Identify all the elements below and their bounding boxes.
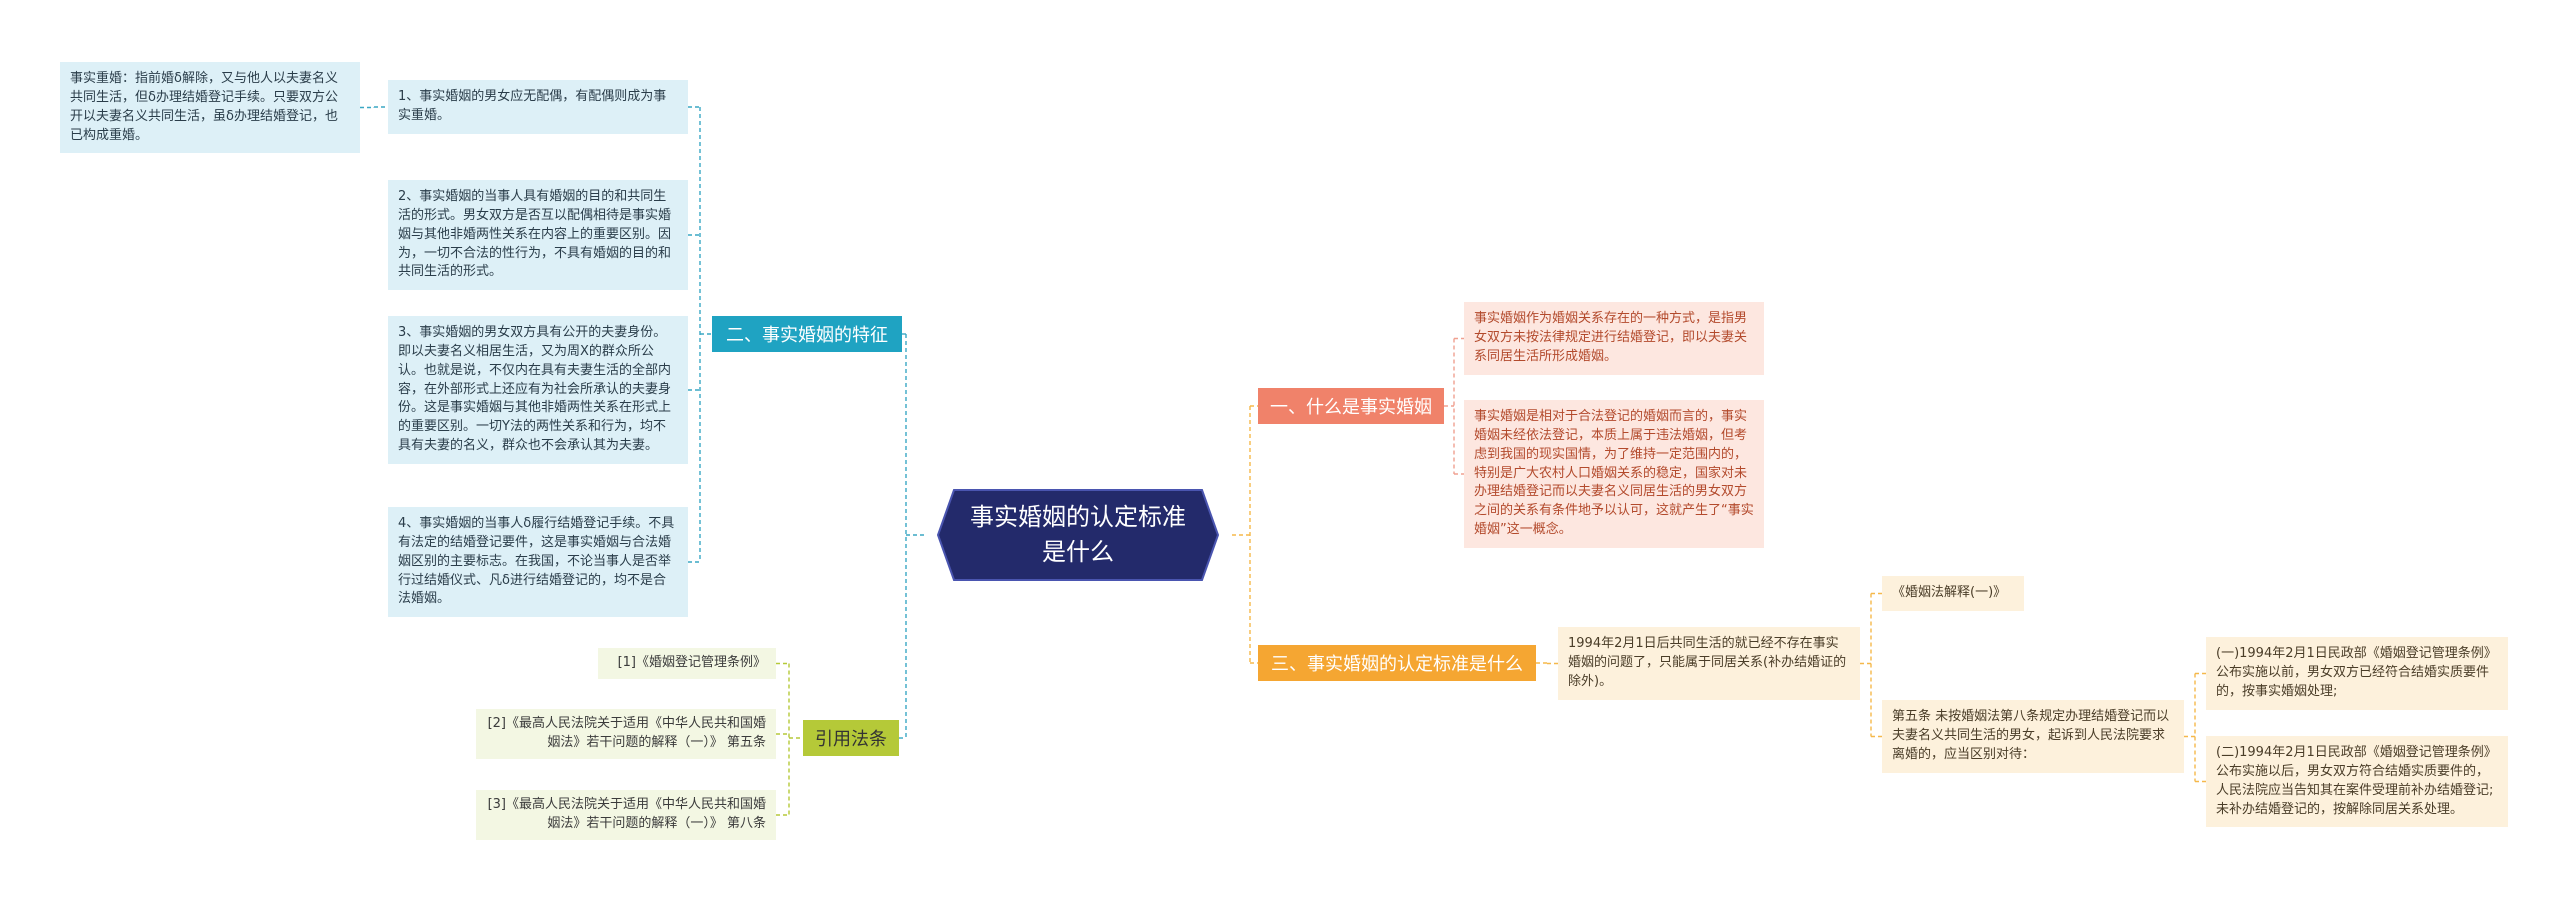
- law-item-1[interactable]: [1]《婚姻登记管理条例》: [598, 648, 776, 679]
- case-before-1994[interactable]: (一)1994年2月1日民政部《婚姻登记管理条例》公布实施以前，男女双方已经符合…: [2206, 637, 2508, 710]
- feature-item-2[interactable]: 2、事实婚姻的当事人具有婚姻的目的和共同生活的形式。男女双方是否互以配偶相待是事…: [388, 180, 688, 291]
- root-node[interactable]: 事实婚姻的认定标准是什么: [924, 488, 1232, 582]
- what-item-2[interactable]: 事实婚姻是相对于合法登记的婚姻而言的，事实婚姻未经依法登记，本质上属于违法婚姻，…: [1464, 400, 1764, 548]
- branch-what[interactable]: 一、什么是事实婚姻: [1258, 388, 1444, 424]
- root-title: 事实婚姻的认定标准是什么: [970, 503, 1186, 566]
- standard-item-1[interactable]: 1994年2月1日后共同生活的就已经不存在事实婚姻的问题了，只能属于同居关系(补…: [1558, 627, 1860, 700]
- what-item-1[interactable]: 事实婚姻作为婚姻关系存在的一种方式，是指男女双方未按法律规定进行结婚登记，即以夫…: [1464, 302, 1764, 375]
- article-five[interactable]: 第五条 未按婚姻法第八条规定办理结婚登记而以夫妻名义共同生活的男女，起诉到人民法…: [1882, 700, 2184, 773]
- feature-note[interactable]: 事实重婚：指前婚δ解除，又与他人以夫妻名义共同生活，但δ办理结婚登记手续。只要双…: [60, 62, 360, 154]
- law-item-2[interactable]: [2]《最高人民法院关于适用《中华人民共和国婚姻法》若干问题的解释（一）》 第五…: [476, 709, 776, 759]
- branch-feature[interactable]: 二、事实婚姻的特征: [712, 316, 902, 352]
- branch-law[interactable]: 引用法条: [803, 720, 899, 756]
- root-hexagon-shape: [936, 489, 1220, 581]
- case-after-1994[interactable]: (二)1994年2月1日民政部《婚姻登记管理条例》公布实施以后，男女双方符合结婚…: [2206, 736, 2508, 828]
- law-item-3[interactable]: [3]《最高人民法院关于适用《中华人民共和国婚姻法》若干问题的解释（一）》 第八…: [476, 790, 776, 840]
- branch-standard[interactable]: 三、事实婚姻的认定标准是什么: [1258, 645, 1536, 681]
- feature-item-4[interactable]: 4、事实婚姻的当事人δ履行结婚登记手续。不具有法定的结婚登记要件，这是事实婚姻与…: [388, 507, 688, 618]
- interpretation-title[interactable]: 《婚姻法解释(一)》: [1882, 576, 2024, 611]
- feature-item-3[interactable]: 3、事实婚姻的男女双方具有公开的夫妻身份。即以夫妻名义相居生活，又为周X的群众所…: [388, 316, 688, 464]
- feature-item-1[interactable]: 1、事实婚姻的男女应无配偶，有配偶则成为事实重婚。: [388, 80, 688, 134]
